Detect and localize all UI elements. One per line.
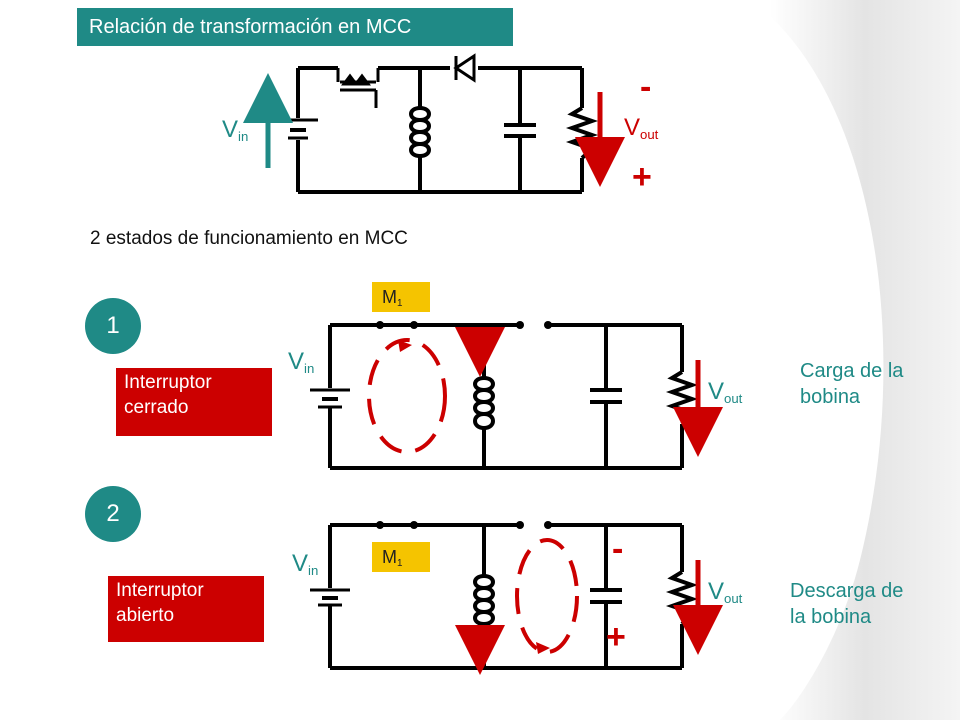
state2-battery — [310, 588, 350, 607]
state2-number-badge: 2 — [85, 486, 141, 542]
state2-switch-dots — [376, 521, 552, 529]
state1-desc-line2: bobina — [800, 386, 861, 408]
state1-loop-arrowhead — [398, 340, 412, 352]
state2-minus-sign: - — [612, 530, 624, 568]
state2-current-loop — [515, 538, 579, 654]
state1-circuit — [328, 323, 684, 470]
state2-capacitor — [590, 588, 622, 604]
top-minus-sign: - — [640, 68, 652, 106]
state1-switch-dots — [376, 321, 552, 329]
state2-desc-line1: Descarga de — [790, 580, 904, 602]
top-vin-label: Vin — [222, 116, 249, 144]
top-vout-label: Vout — [624, 114, 659, 142]
state1-box-line2: cerrado — [124, 396, 189, 418]
state2-switch-label: M1 — [372, 542, 430, 572]
state2-description: Descarga de la bobina — [790, 578, 903, 630]
state2-vin-label: Vin — [292, 550, 319, 578]
top-diode — [453, 53, 476, 83]
state2-box-line2: abierto — [116, 604, 175, 626]
top-resistor — [565, 106, 599, 160]
state2-vout-label: Vout — [708, 578, 743, 606]
state2-plus-sign: + — [606, 618, 626, 656]
states-subtitle: 2 estados de funcionamiento en MCC — [90, 228, 408, 249]
state1-box-line1: Interruptor — [124, 372, 212, 393]
state2-circuit — [328, 523, 684, 670]
state2-box-line1: Interruptor — [116, 580, 204, 601]
state1-resistor — [665, 370, 699, 426]
state1-battery — [310, 388, 350, 409]
top-inductor — [409, 106, 431, 159]
top-mosfet — [336, 68, 380, 108]
state1-desc-line1: Carga de la — [800, 360, 904, 382]
top-circuit — [296, 66, 584, 194]
state1-switch-box: Interruptor cerrado — [116, 368, 272, 436]
state1-description: Carga de la bobina — [800, 358, 903, 410]
state1-number-badge: 1 — [85, 298, 141, 354]
state1-current-loop — [367, 338, 447, 454]
state2-inductor — [473, 574, 495, 627]
state1-vout-label: Vout — [708, 378, 743, 406]
state1-switch-label: M1 — [372, 282, 430, 312]
top-plus-sign: + — [632, 158, 652, 196]
state1-vin-label: Vin — [288, 348, 315, 376]
top-battery — [278, 118, 318, 140]
state2-loop-arrowhead — [536, 642, 550, 654]
top-capacitor — [504, 123, 536, 138]
state2-resistor — [665, 570, 699, 626]
state2-desc-line2: la bobina — [790, 606, 872, 628]
state1-capacitor — [590, 388, 622, 404]
state1-inductor — [473, 376, 495, 431]
state2-switch-box: Interruptor abierto — [108, 576, 264, 642]
title-banner: Relación de transformación en MCC — [77, 8, 513, 46]
